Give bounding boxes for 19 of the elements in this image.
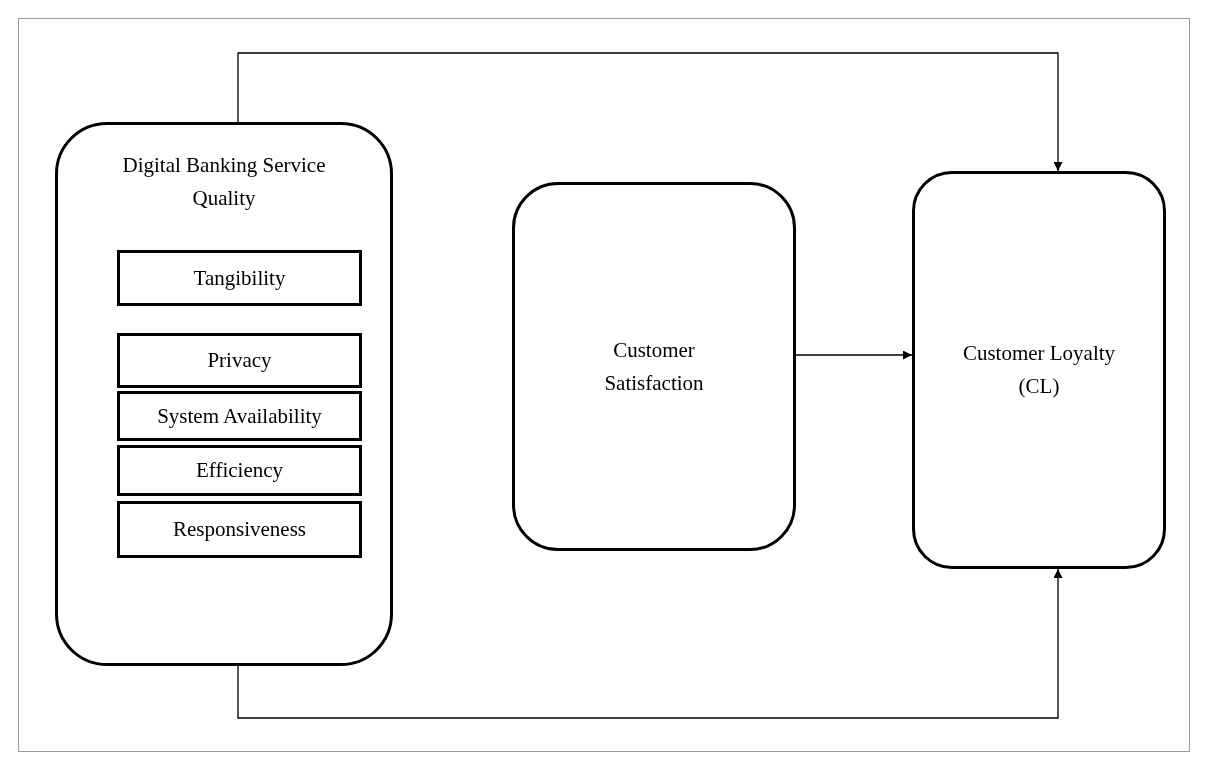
node-label: System Availability (157, 402, 322, 430)
node-label: Customer Satisfaction (603, 336, 705, 397)
node-label: Customer Loyalty (CL) (961, 340, 1117, 400)
node-label: Tangibility (193, 264, 286, 292)
arrow (237, 568, 1063, 719)
process-box (117, 391, 362, 441)
rounded-box (912, 171, 1166, 569)
node-label: Privacy (207, 347, 272, 375)
node-label: Efficiency (195, 457, 284, 485)
process-box (117, 333, 362, 388)
arrow (795, 350, 913, 360)
process-box (117, 501, 362, 558)
group-box (55, 122, 393, 666)
arrow (237, 52, 1063, 172)
node-label: Responsiveness (173, 516, 306, 544)
process-box (117, 445, 362, 496)
node-label: Digital Banking Service Quality (121, 152, 327, 212)
rounded-box (512, 182, 796, 551)
process-box (117, 250, 362, 306)
